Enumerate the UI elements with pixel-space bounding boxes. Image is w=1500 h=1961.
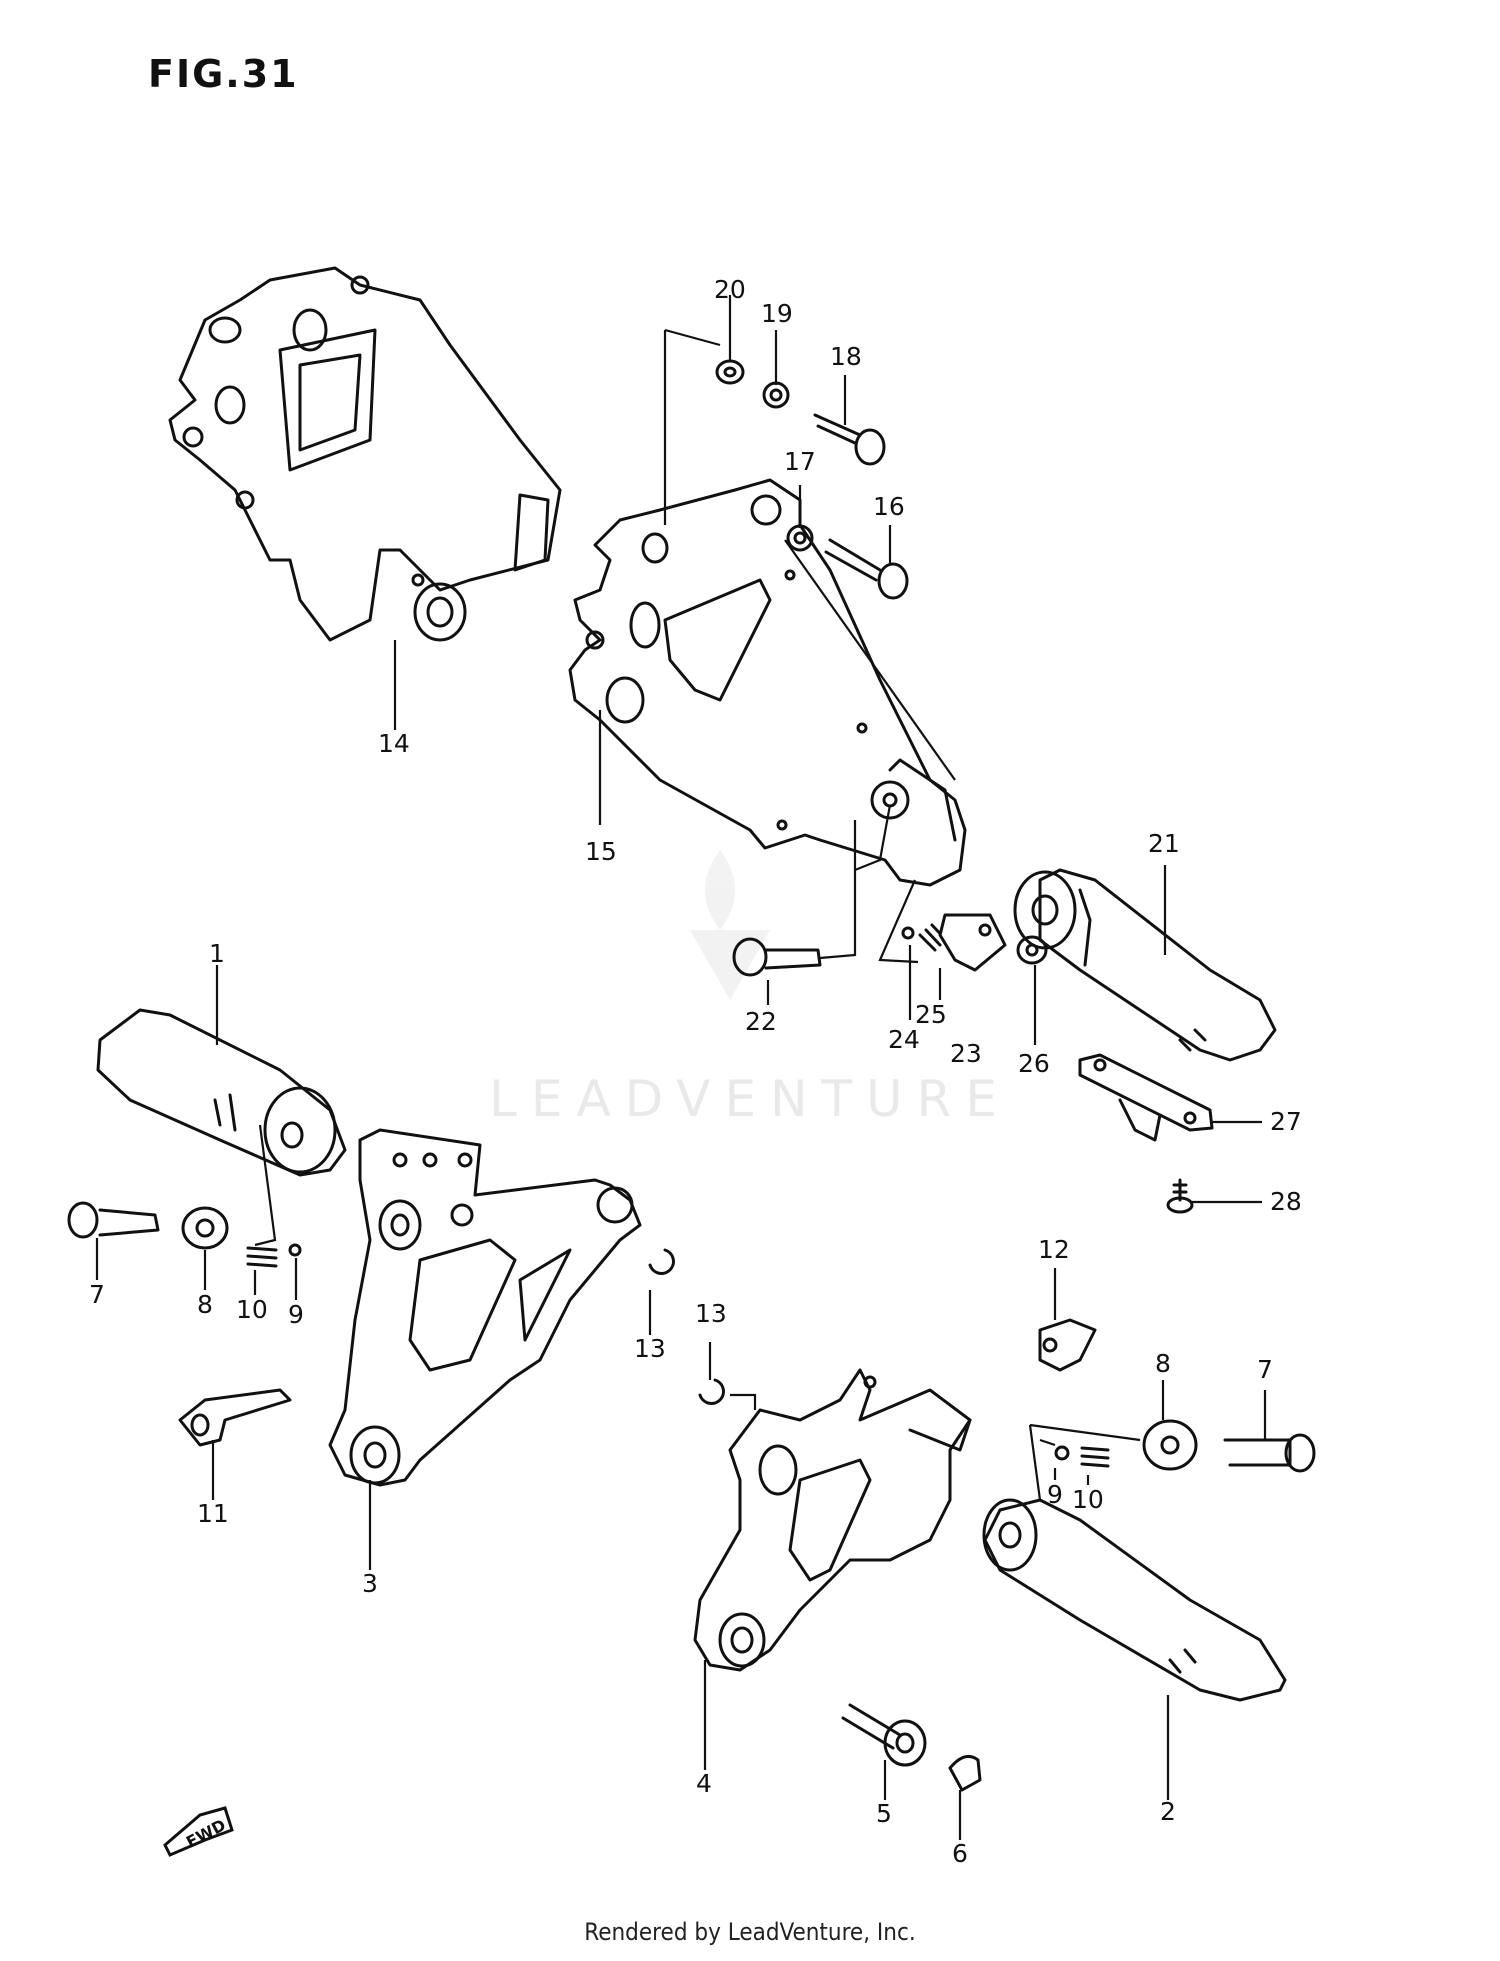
part-7-bolt-right <box>1223 1433 1316 1473</box>
callout-6: 6 <box>952 1839 968 1868</box>
part-26-nut <box>1016 935 1048 965</box>
callout-23: 23 <box>950 1039 982 1068</box>
part-10-spring-right <box>1080 1446 1110 1468</box>
callout-15: 15 <box>585 837 617 866</box>
part-9-ball-left <box>288 1243 302 1257</box>
part-28-screw <box>1166 1178 1194 1214</box>
callout-14: 14 <box>378 729 410 758</box>
callout-13-lower: 13 <box>695 1299 727 1328</box>
part-8-washer-left <box>181 1206 229 1250</box>
callout-9-left: 9 <box>288 1300 304 1329</box>
part-21-footpeg <box>1013 868 1277 1062</box>
part-8-washer-right <box>1142 1419 1198 1471</box>
part-5-bolt <box>841 1703 927 1767</box>
callout-26: 26 <box>1018 1049 1050 1078</box>
part-13-ring-upper <box>648 1248 675 1275</box>
fwd-arrow-icon: FWD <box>163 1806 234 1857</box>
callout-24: 24 <box>888 1025 920 1054</box>
part-3-bracket <box>328 1128 642 1487</box>
part-14-bracket <box>168 266 562 642</box>
part-1-footpeg <box>96 1008 347 1177</box>
callout-10-left: 10 <box>236 1295 268 1324</box>
part-16-bolt <box>824 538 909 600</box>
callout-17: 17 <box>784 447 816 476</box>
callout-19: 19 <box>761 299 793 328</box>
part-24-ball <box>901 926 915 940</box>
callout-25: 25 <box>915 1000 947 1029</box>
callout-22: 22 <box>745 1007 777 1036</box>
part-12-clip <box>1038 1318 1097 1372</box>
callout-5: 5 <box>876 1799 892 1828</box>
part-20-washer <box>715 359 745 385</box>
callout-16: 16 <box>873 492 905 521</box>
part-19-nut <box>762 381 790 409</box>
callout-9-right: 9 <box>1047 1480 1063 1509</box>
part-27-plate <box>1078 1053 1214 1142</box>
callout-labels: 1 2 3 4 5 6 7 7 8 8 9 9 10 10 11 12 13 1… <box>89 275 1302 1868</box>
callout-13-upper: 13 <box>634 1334 666 1363</box>
part-11-clip <box>178 1388 292 1447</box>
figure-title: FIG.31 <box>148 52 299 96</box>
part-10-spring-left <box>246 1246 278 1268</box>
callout-4: 4 <box>696 1769 712 1798</box>
callout-1: 1 <box>209 939 225 968</box>
callout-11: 11 <box>197 1499 229 1528</box>
callout-7-left: 7 <box>89 1280 105 1309</box>
callout-28: 28 <box>1270 1187 1302 1216</box>
watermark: LEADVENTURE <box>489 1070 1011 1128</box>
part-18-bolt <box>813 413 886 466</box>
callout-7-right: 7 <box>1257 1355 1273 1384</box>
footer-credit: Rendered by LeadVenture, Inc. <box>584 1918 916 1946</box>
callout-8-left: 8 <box>197 1290 213 1319</box>
callout-27: 27 <box>1270 1107 1302 1136</box>
callout-3: 3 <box>362 1569 378 1598</box>
part-13-ring-lower <box>698 1378 725 1405</box>
part-6-cap <box>948 1754 982 1792</box>
part-7-bolt-left <box>67 1201 160 1239</box>
part-4-bracket <box>693 1368 972 1672</box>
watermark-logo <box>690 850 770 1000</box>
callout-18: 18 <box>830 342 862 371</box>
callout-21: 21 <box>1148 829 1180 858</box>
leader-lines <box>95 295 1267 1840</box>
part-2-footpeg <box>982 1498 1287 1702</box>
callout-2: 2 <box>1160 1797 1176 1826</box>
part-23-plate <box>938 913 1007 972</box>
part-22-bolt <box>732 937 822 977</box>
callout-12: 12 <box>1038 1235 1070 1264</box>
callout-20: 20 <box>714 275 746 304</box>
part-15-bracket <box>568 478 967 887</box>
callout-10-right: 10 <box>1072 1485 1104 1514</box>
callout-8-right: 8 <box>1155 1349 1171 1378</box>
part-9-ball-right <box>1054 1445 1070 1461</box>
